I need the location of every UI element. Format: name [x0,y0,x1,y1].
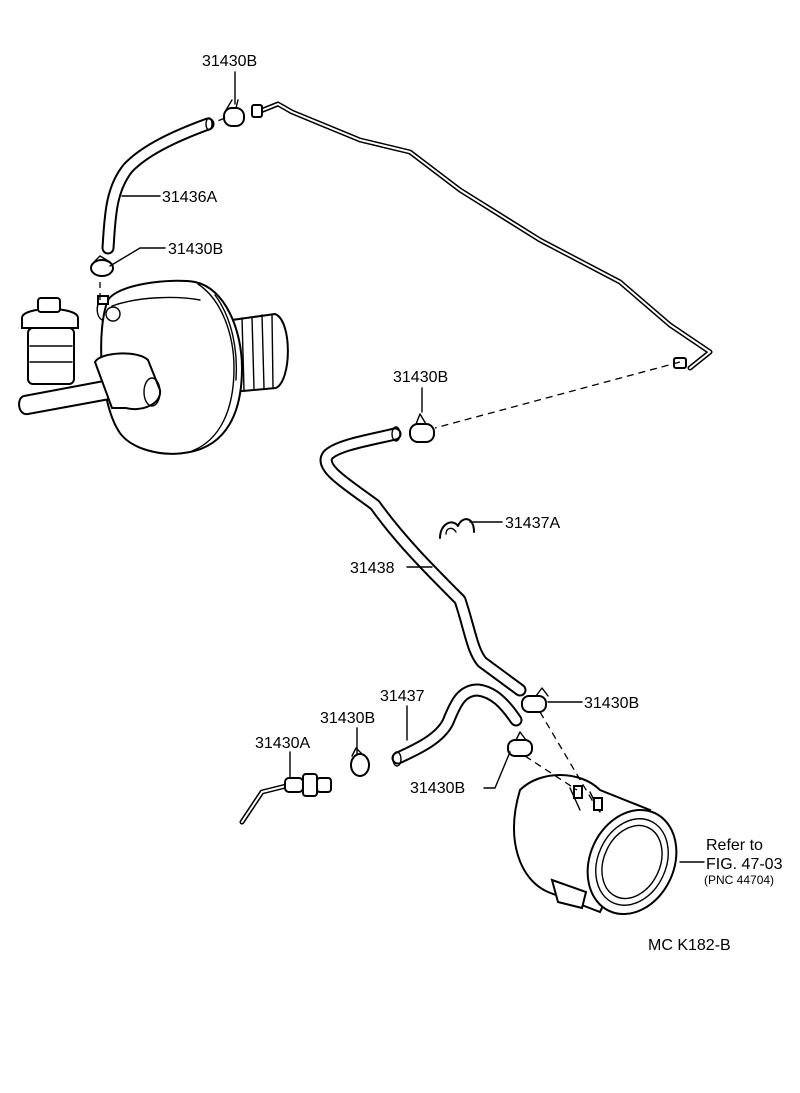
label-clip: 31437A [505,515,560,532]
clamp-upper-lower [90,255,114,277]
label-clamp-right: 31430B [584,695,639,712]
clip-31437a [439,518,475,539]
leader-lines [109,71,705,863]
label-check-valve: 31430A [255,735,310,752]
label-clamp-lower: 31430B [410,780,465,797]
clamp-middle [409,413,435,443]
label-clamp-upper-lower: 31430B [168,241,223,258]
air-intake-housing [513,774,678,916]
label-clamp-top: 31430B [202,53,257,70]
label-hose-short: 31437 [380,688,425,705]
hose-31436a [101,117,215,255]
reference-line-3: (PNC 44704) [704,873,774,887]
label-clamp-middle: 31430B [393,369,448,386]
clamp-top [223,99,245,127]
booster-nipple [96,295,109,321]
check-valve-31430a [239,773,332,825]
vacuum-pipe [251,101,713,371]
hose-31437 [391,683,523,767]
connection-lines [99,117,681,806]
clamp-small [350,747,370,777]
clamp-lower [507,731,533,757]
label-hose-main: 31438 [350,560,395,577]
reference-line-1: Refer to [706,837,763,854]
label-clamp-small: 31430B [320,710,375,727]
brake-booster [100,279,289,455]
clamp-right [521,687,549,713]
label-hose-upper: 31436A [162,189,217,206]
reference-line-2: FIG. 47-03 [706,856,783,873]
figure-code: MC K182-B [648,937,731,954]
master-cylinder [18,297,162,416]
hose-31438 [319,426,527,697]
